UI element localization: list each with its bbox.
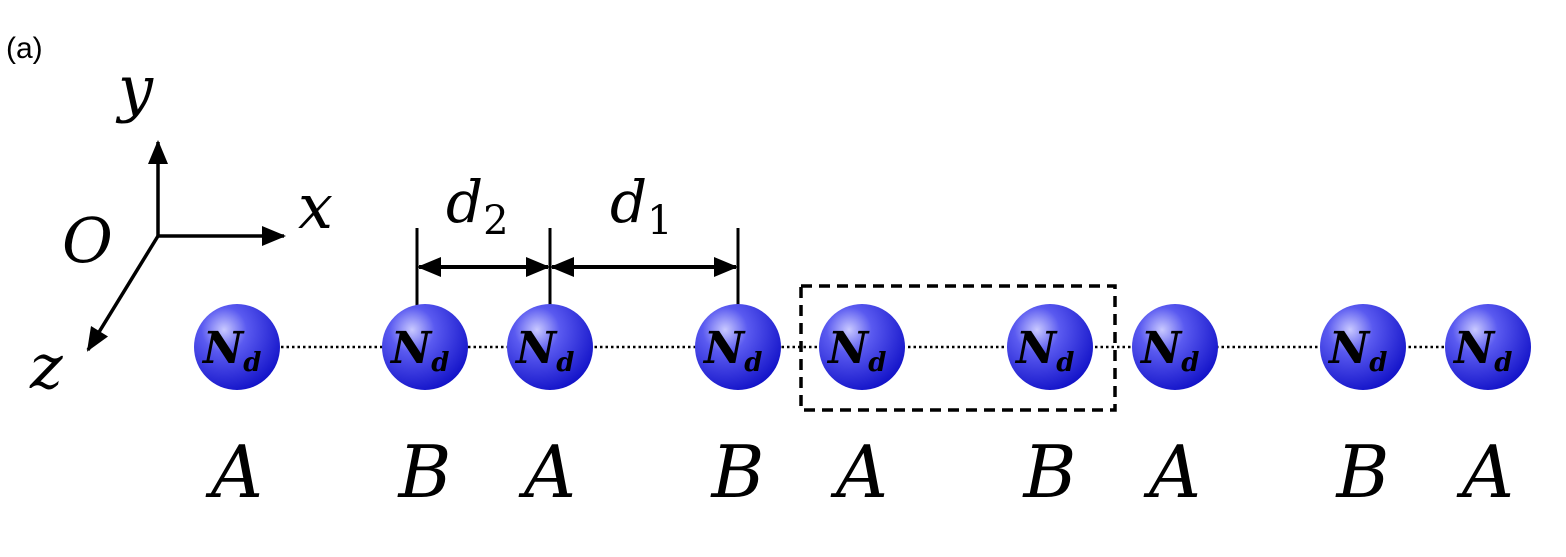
atom-a-1: Nd bbox=[194, 304, 280, 390]
z-axis-label: z bbox=[29, 330, 63, 403]
d2-label: d2 bbox=[446, 168, 509, 244]
atom-sphere bbox=[1445, 304, 1531, 390]
sublattice-label-9: A bbox=[1456, 430, 1514, 514]
atom-symbol: Nd bbox=[389, 323, 449, 378]
x-axis-label: x bbox=[298, 170, 333, 243]
atom-a-5: Nd bbox=[819, 304, 905, 390]
atom-a-3: Nd bbox=[507, 304, 593, 390]
dimension-markers: d2 d1 bbox=[415, 168, 740, 307]
sublattice-label-1: A bbox=[205, 430, 263, 514]
atom-sphere bbox=[1320, 304, 1406, 390]
sublattice-label-5: A bbox=[830, 430, 888, 514]
panel-label: (a) bbox=[6, 32, 43, 65]
atom-symbol: Nd bbox=[1139, 323, 1199, 378]
sublattice-label-2: B bbox=[397, 430, 452, 514]
atom-b-2: Nd bbox=[382, 304, 468, 390]
d1-label: d1 bbox=[610, 168, 673, 244]
atom-symbol: Nd bbox=[1452, 323, 1512, 378]
z-axis-arrow bbox=[86, 235, 160, 352]
coordinate-axes: y x z O bbox=[29, 52, 333, 403]
atom-sphere bbox=[695, 304, 781, 390]
atom-b-4: Nd bbox=[695, 304, 781, 390]
atom-a-7: Nd bbox=[1132, 304, 1218, 390]
sublattice-label-4: B bbox=[710, 430, 765, 514]
atom-chain: Nd Nd Nd Nd Nd Nd Nd Nd Nd bbox=[194, 304, 1531, 390]
atom-symbol: Nd bbox=[514, 323, 574, 378]
atom-sphere bbox=[382, 304, 468, 390]
sublattice-label-3: A bbox=[518, 430, 576, 514]
atom-symbol: Nd bbox=[201, 323, 261, 378]
sublattice-label-7: A bbox=[1143, 430, 1201, 514]
sublattice-label-6: B bbox=[1022, 430, 1077, 514]
y-axis-label: y bbox=[115, 52, 154, 125]
atom-sphere bbox=[819, 304, 905, 390]
atom-symbol: Nd bbox=[702, 323, 762, 378]
atom-symbol: Nd bbox=[1014, 323, 1074, 378]
atom-symbol: Nd bbox=[1327, 323, 1387, 378]
atom-sphere bbox=[1007, 304, 1093, 390]
atom-sphere bbox=[194, 304, 280, 390]
atom-sphere bbox=[1132, 304, 1218, 390]
atom-b-6: Nd bbox=[1007, 304, 1093, 390]
atom-b-8: Nd bbox=[1320, 304, 1406, 390]
origin-label: O bbox=[62, 204, 113, 277]
unit-cell-box bbox=[799, 284, 1117, 412]
atom-a-9: Nd bbox=[1445, 304, 1531, 390]
atom-symbol: Nd bbox=[826, 323, 886, 378]
atom-sphere bbox=[507, 304, 593, 390]
sublattice-label-8: B bbox=[1335, 430, 1390, 514]
